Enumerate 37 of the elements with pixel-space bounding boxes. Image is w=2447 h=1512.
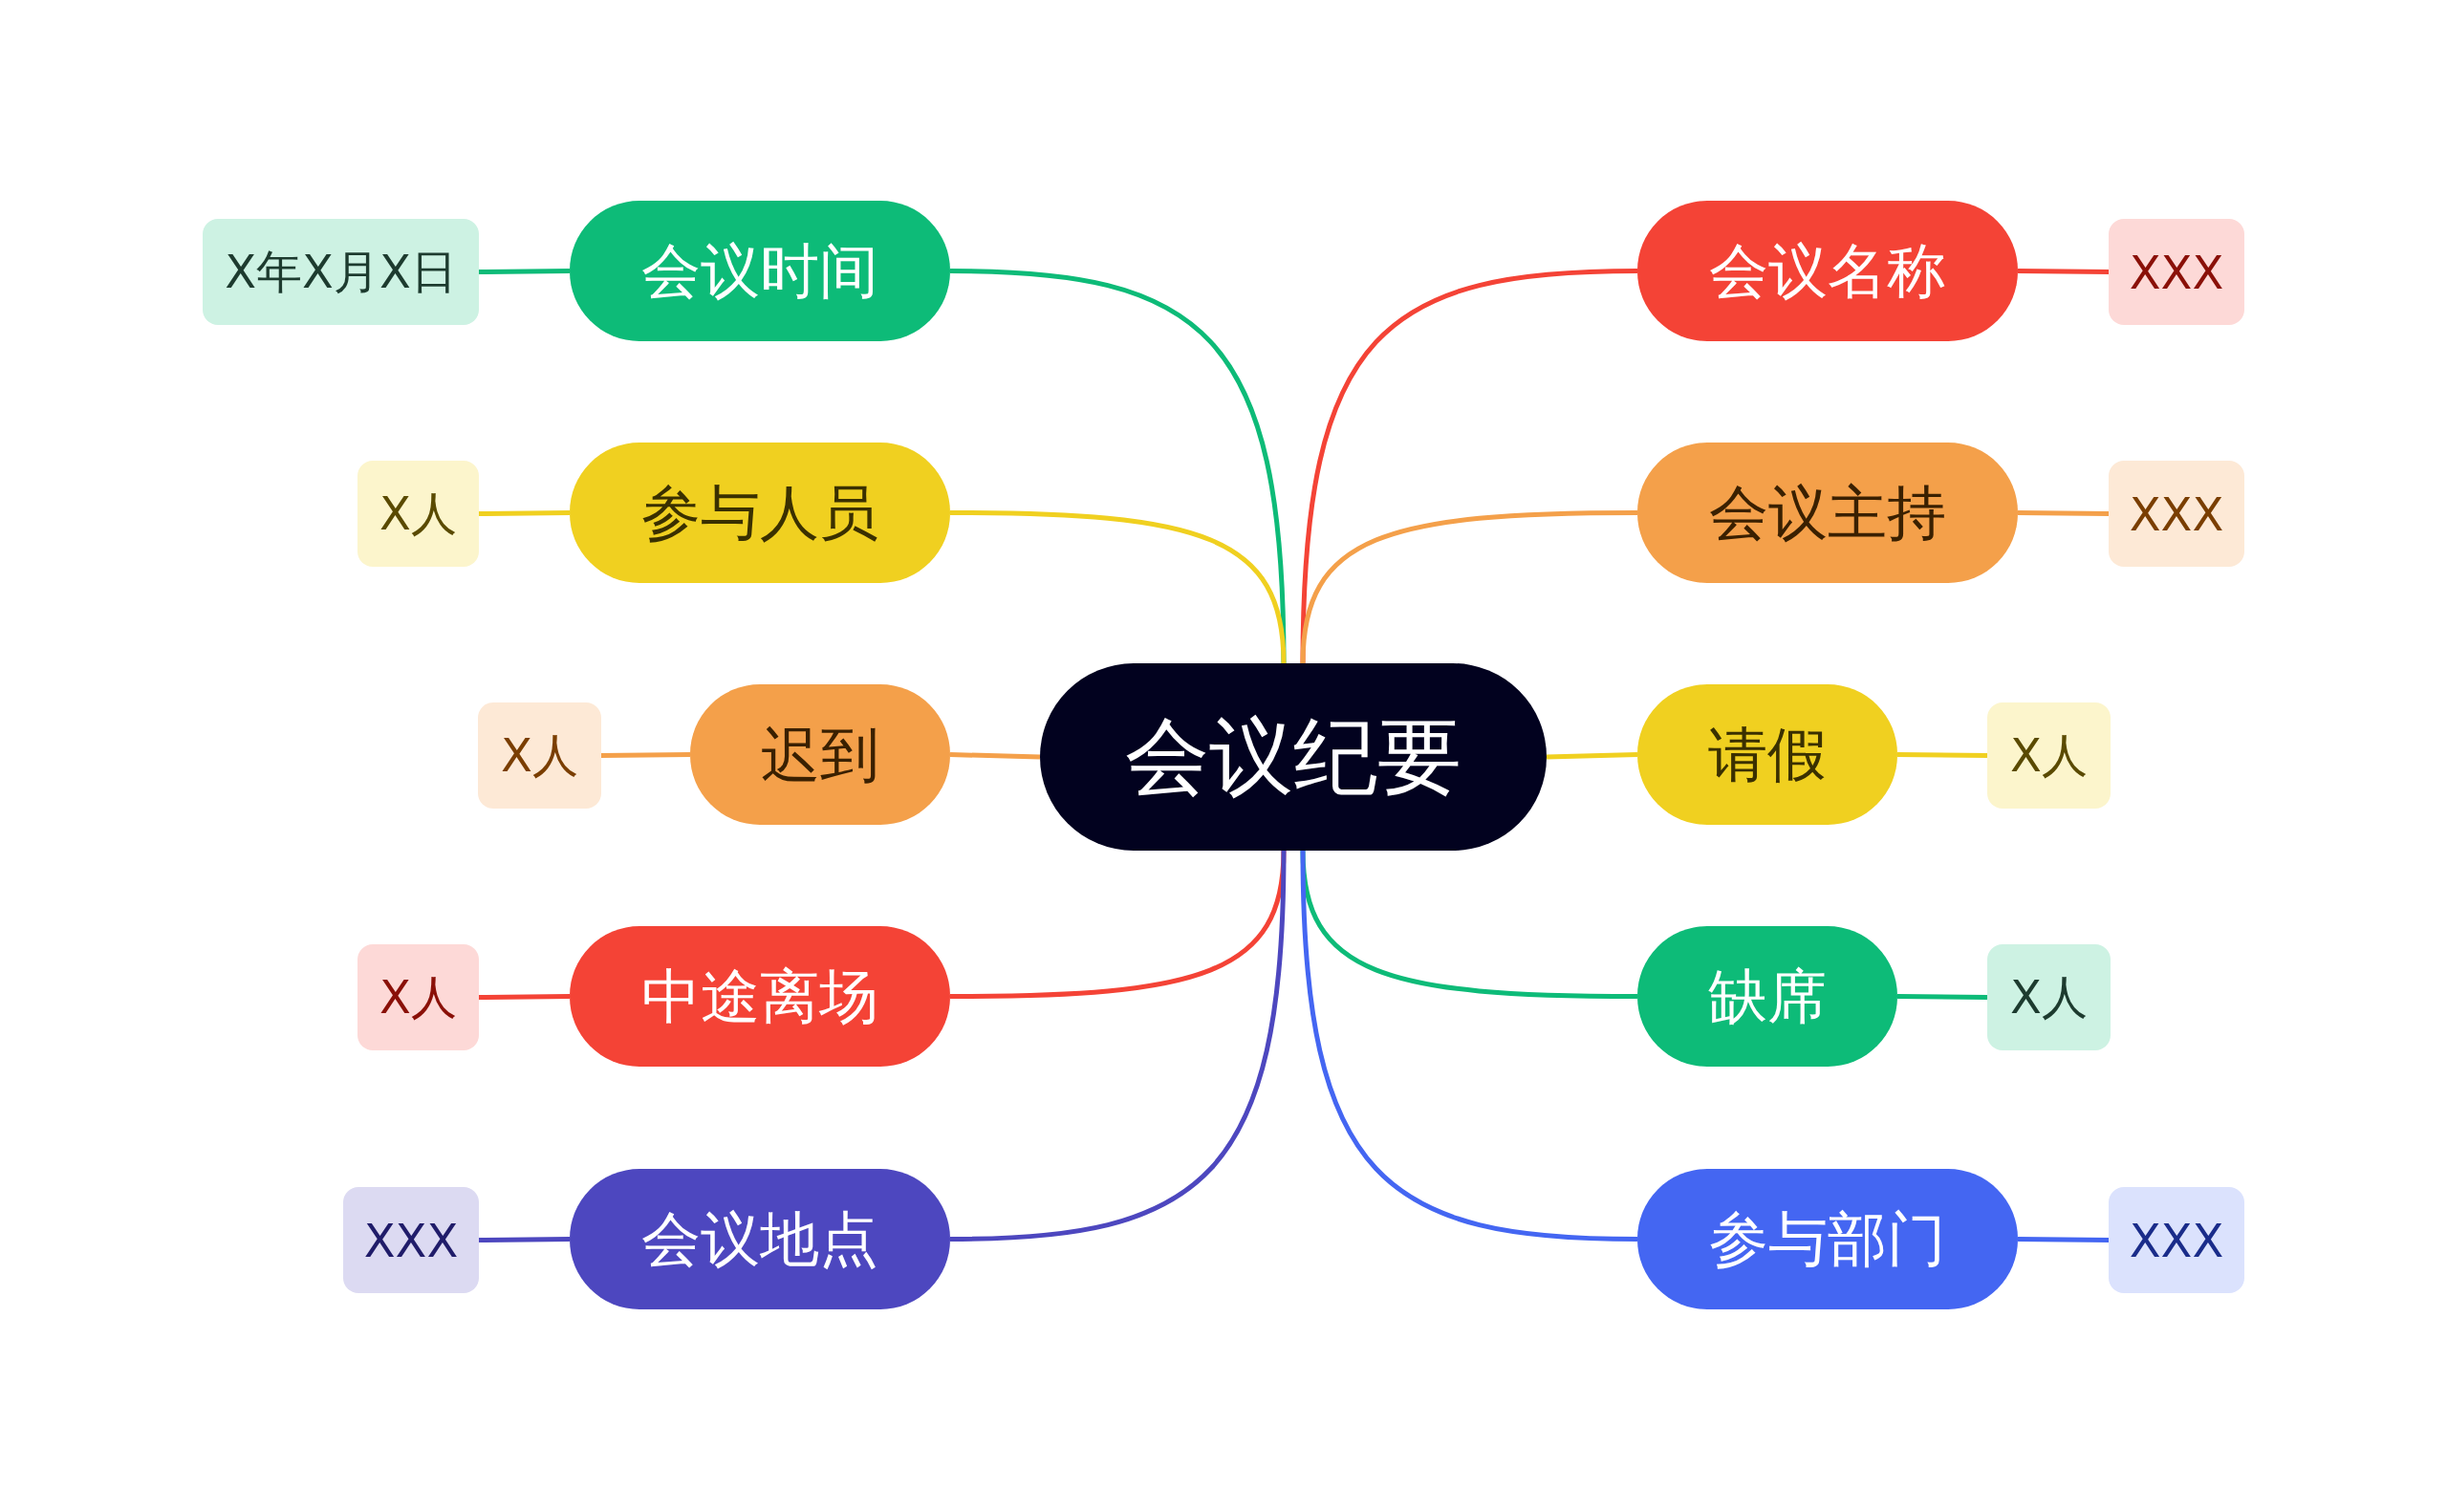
connector-line bbox=[949, 752, 1041, 760]
connector-line bbox=[478, 510, 571, 516]
leaf-tag: X人 bbox=[357, 944, 479, 1050]
branch-topic: 迟到 bbox=[690, 684, 950, 825]
leaf-tag: X人 bbox=[478, 702, 601, 809]
leaf-tag: X人 bbox=[1987, 944, 2111, 1050]
branch-topic: 会议主持 bbox=[1637, 443, 2018, 583]
branch-topic: 会议时间 bbox=[570, 201, 950, 341]
connector-line bbox=[2017, 269, 2110, 274]
leaf-tag: XXX bbox=[2109, 461, 2244, 567]
connector-line bbox=[478, 994, 571, 1000]
branch-topic: 缺席 bbox=[1637, 926, 1897, 1067]
connector-line bbox=[1546, 752, 1638, 760]
connector-line bbox=[600, 752, 691, 758]
branch-topic: 中途离场 bbox=[570, 926, 950, 1067]
connector-line bbox=[478, 1237, 571, 1242]
central-topic: 会议纪要 bbox=[1040, 663, 1547, 851]
connector-line bbox=[1896, 994, 1988, 1000]
branch-topic: 请假 bbox=[1637, 684, 1897, 825]
connector-line bbox=[2017, 1237, 2110, 1242]
branch-topic: 参与部门 bbox=[1637, 1169, 2018, 1309]
leaf-tag: X人 bbox=[357, 461, 479, 567]
connector-line bbox=[1300, 510, 1638, 664]
connector-line bbox=[949, 850, 1287, 1242]
leaf-tag: XXX bbox=[2109, 1187, 2244, 1293]
branch-topic: 会议名称 bbox=[1637, 201, 2018, 341]
connector-line bbox=[2017, 510, 2110, 516]
leaf-tag: X年X月X日 bbox=[203, 219, 479, 325]
connector-line bbox=[949, 510, 1287, 664]
connector-line bbox=[478, 269, 571, 274]
leaf-tag: XXX bbox=[343, 1187, 479, 1293]
connector-line bbox=[1300, 850, 1638, 1242]
branch-topic: 会议地点 bbox=[570, 1169, 950, 1309]
leaf-tag: X人 bbox=[1987, 702, 2111, 809]
connector-line bbox=[1896, 752, 1988, 758]
branch-topic: 参与人员 bbox=[570, 443, 950, 583]
leaf-tag: XXX bbox=[2109, 219, 2244, 325]
